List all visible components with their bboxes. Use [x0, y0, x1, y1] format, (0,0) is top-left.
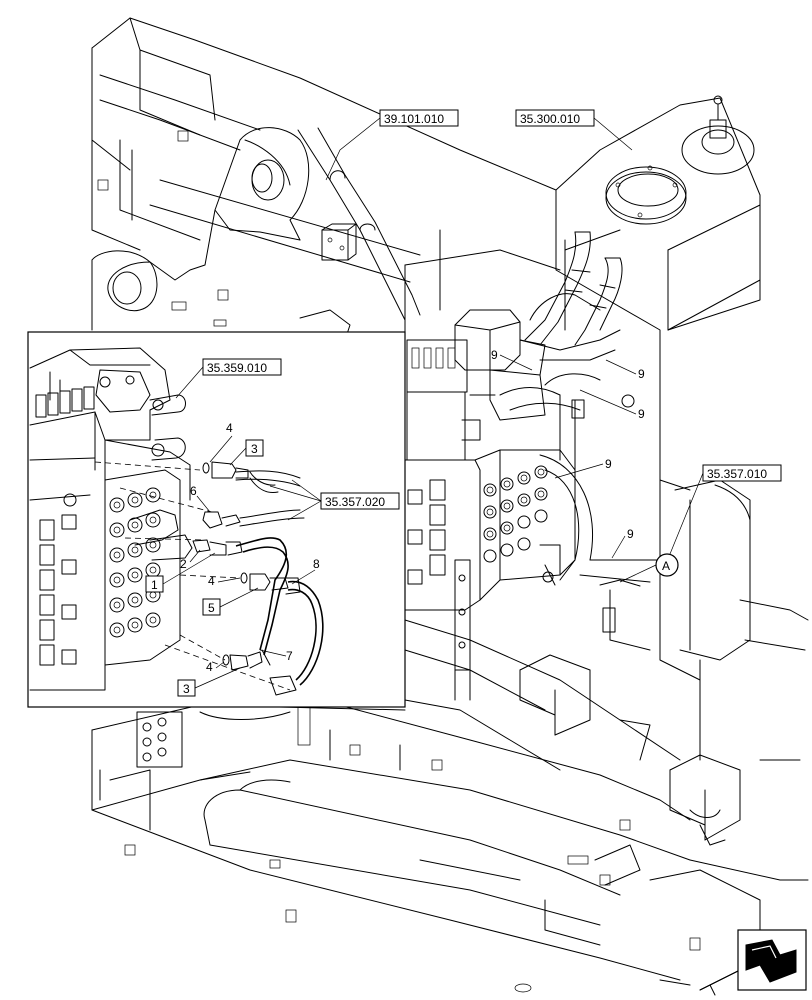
ref-main-frame: 39.101.010 — [384, 112, 444, 126]
callout-4a: 4 — [226, 421, 233, 435]
detail-frame — [27, 331, 406, 708]
main-callouts: 39.101.010 35.300.010 35.357.010 A 9 9 9… — [325, 109, 782, 583]
inset-valve-drawing — [29, 347, 324, 696]
callout-8: 8 — [313, 557, 320, 571]
ref-tank: 35.300.010 — [520, 112, 580, 126]
callout-3a: 3 — [251, 442, 258, 456]
callout-9e: 9 — [627, 527, 634, 541]
navigation-arrow-icon[interactable] — [737, 929, 807, 991]
callout-4b: 4 — [208, 574, 215, 588]
callout-9a: 9 — [491, 348, 498, 362]
callout-2: 2 — [180, 557, 187, 571]
machine-frame-drawing — [91, 17, 809, 996]
ref-control-valve: 35.359.010 — [207, 361, 267, 375]
inset-callouts: 4 3 6 2 1 4 5 8 7 4 3 — [145, 421, 320, 697]
ref-hose-group: 35.357.020 — [325, 495, 385, 509]
callout-7: 7 — [286, 649, 293, 663]
detail-marker: A — [662, 559, 670, 573]
callout-3b: 3 — [183, 682, 190, 696]
callout-6: 6 — [190, 484, 197, 498]
ref-detail-a: 35.357.010 — [707, 467, 767, 481]
callout-5: 5 — [208, 601, 215, 615]
callout-9d: 9 — [605, 457, 612, 471]
inset-port-grid — [109, 487, 161, 638]
callout-1: 1 — [151, 578, 158, 592]
detail-inset: 4 3 6 2 1 4 5 8 7 4 3 — [27, 331, 406, 708]
callout-4c: 4 — [206, 660, 213, 674]
callout-9b: 9 — [638, 367, 645, 381]
callout-9c: 9 — [638, 407, 645, 421]
